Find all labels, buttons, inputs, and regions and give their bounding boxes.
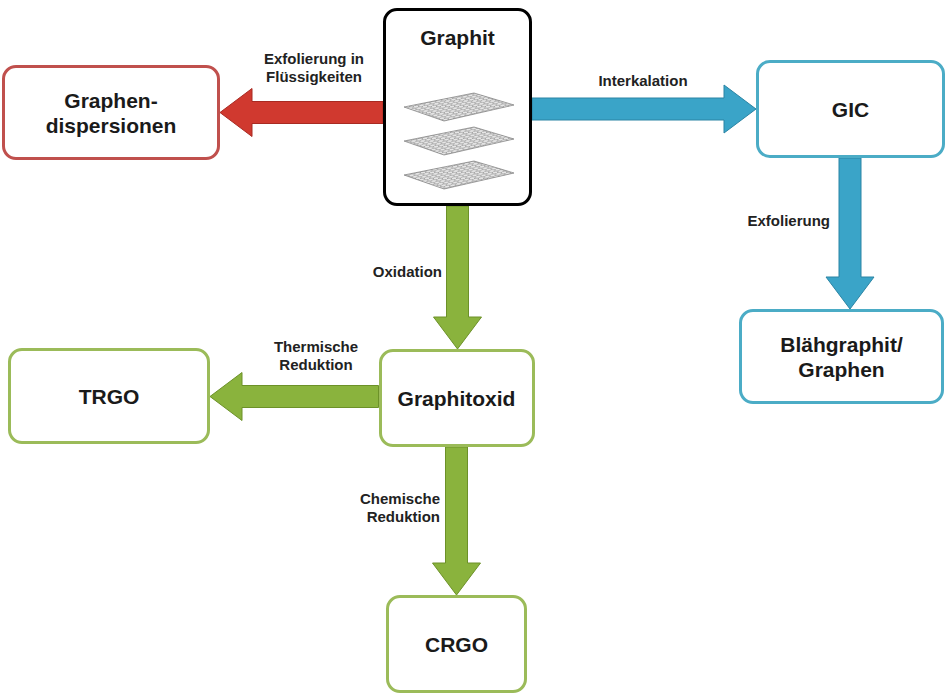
block-arrow (826, 158, 874, 309)
node-label: Blähgraphit/ Graphen (742, 332, 941, 382)
edge-label: Thermische Reduktion (252, 338, 380, 374)
edge-label: Chemische Reduktion (326, 490, 440, 526)
node-label: TRGO (71, 384, 148, 409)
node-label: Graphen- dispersionen (5, 88, 217, 138)
node-label: Graphitoxid (390, 386, 524, 411)
node-label: CRGO (417, 632, 496, 657)
edge-label: Oxidation (344, 263, 442, 281)
source-box: Graphit (383, 8, 532, 206)
process-box: Graphitoxid (379, 349, 535, 447)
node-label: GIC (824, 97, 877, 122)
edge-label: Interkalation (568, 72, 718, 90)
block-arrow (532, 85, 756, 133)
block-arrow (220, 89, 383, 137)
process-box: TRGO (8, 348, 210, 444)
edge-label: Exfolierung (716, 212, 830, 230)
process-box: GIC (756, 60, 945, 158)
process-box: Blähgraphit/ Graphen (739, 309, 944, 404)
node-label: Graphit (412, 25, 503, 50)
block-arrow (210, 373, 379, 421)
process-box: Graphen- dispersionen (2, 65, 220, 160)
process-box: CRGO (386, 595, 527, 693)
edge-label: Exfolierung in Flüssigkeiten (246, 50, 382, 86)
